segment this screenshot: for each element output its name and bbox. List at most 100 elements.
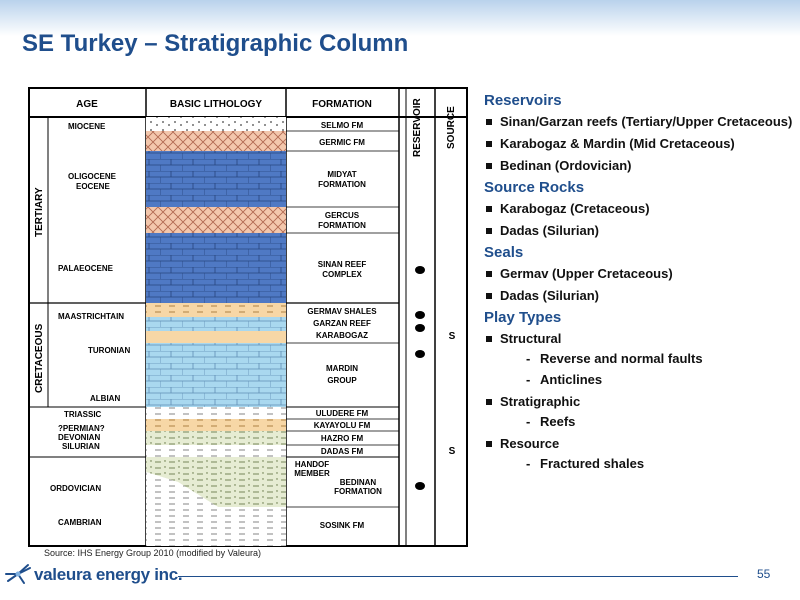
- age-ordovician: ORDOVICIAN: [50, 484, 101, 493]
- era-tertiary: TERTIARY: [34, 187, 45, 237]
- reservoir-markers: [415, 266, 425, 490]
- sublist-item: Reefs: [500, 413, 794, 431]
- list-item-structural: Structural Reverse and normal faults Ant…: [484, 330, 794, 389]
- valeura-logo-icon: [5, 564, 31, 584]
- litho-karabogaz: [146, 331, 286, 343]
- litho-germic: [146, 131, 286, 151]
- litho-gercus: [146, 207, 286, 233]
- formation-bedinan: BEDINAN: [340, 478, 377, 487]
- heading-seals: Seals: [484, 244, 524, 261]
- formation-handof-2: MEMBER: [294, 469, 330, 478]
- header-lithology: BASIC LITHOLOGY: [170, 99, 263, 110]
- heading-reservoirs: Reservoirs: [484, 92, 562, 109]
- litho-miocene: [146, 117, 286, 131]
- litho-sinan: [146, 233, 286, 303]
- era-cretaceous: CRETACEOUS: [34, 323, 45, 393]
- age-maastrichtain: MAASTRICHTAIN: [58, 312, 124, 321]
- litho-dadas: [146, 445, 286, 457]
- heading-play-types: Play Types: [484, 309, 562, 326]
- header-formation: FORMATION: [312, 99, 372, 110]
- formation-sosink: SOSINK FM: [320, 521, 365, 530]
- age-silurian: SILURIAN: [62, 442, 100, 451]
- list-item: Germav (Upper Cretaceous): [484, 265, 794, 283]
- reservoir-dot-mardin: [415, 350, 425, 358]
- list-source-rocks: Karabogaz (Cretaceous) Dadas (Silurian): [484, 200, 794, 240]
- sublist-item: Reverse and normal faults: [500, 350, 794, 368]
- header-reservoir: RESERVOIR: [412, 98, 423, 157]
- header-source: SOURCE: [446, 106, 457, 149]
- source-mark-germav: S: [449, 331, 456, 342]
- formation-hazro: HAZRO FM: [321, 434, 364, 443]
- list-item: Sinan/Garzan reefs (Tertiary/Upper Creta…: [484, 113, 794, 131]
- list-item-label: Resource: [500, 436, 560, 451]
- formation-germic: GERMIC FM: [319, 138, 365, 147]
- litho-germav: [146, 303, 286, 317]
- formation-kayayolu: KAYAYOLU FM: [314, 421, 371, 430]
- list-item-resource: Resource Fractured shales: [484, 435, 794, 473]
- formation-midyat: MIDYAT: [327, 170, 356, 179]
- age-turonian: TURONIAN: [88, 346, 130, 355]
- footer-divider: [178, 576, 738, 577]
- litho-garzan: [146, 317, 286, 331]
- age-cambrian: CAMBRIAN: [58, 518, 102, 527]
- source-caption: Source: IHS Energy Group 2010 (modified …: [44, 548, 261, 558]
- formation-selmo: SELMO FM: [321, 121, 364, 130]
- heading-source-rocks: Source Rocks: [484, 179, 585, 196]
- formation-uludere: ULUDERE FM: [316, 409, 369, 418]
- list-item: Karabogaz (Cretaceous): [484, 200, 794, 218]
- sublist-stratigraphic: Reefs: [500, 413, 794, 431]
- sublist-item: Fractured shales: [500, 455, 794, 473]
- age-devonian: DEVONIAN: [58, 433, 100, 442]
- formation-sinan-2: COMPLEX: [322, 270, 362, 279]
- formation-garzan: GARZAN REEF: [313, 319, 371, 328]
- sublist-resource: Fractured shales: [500, 455, 794, 473]
- reservoir-dot-karabogaz: [415, 324, 425, 332]
- bullet-panel: Reservoirs Sinan/Garzan reefs (Tertiary/…: [484, 92, 794, 477]
- formation-germav: GERMAV SHALES: [307, 307, 377, 316]
- age-eocene: EOCENE: [76, 182, 110, 191]
- litho-uludere: [146, 407, 286, 419]
- list-item-label: Stratigraphic: [500, 394, 581, 409]
- reservoir-dot-sinan: [415, 266, 425, 274]
- litho-midyat: [146, 151, 286, 207]
- list-item-label: Structural: [500, 331, 562, 346]
- list-seals: Germav (Upper Cretaceous) Dadas (Siluria…: [484, 265, 794, 305]
- age-miocene: MIOCENE: [68, 122, 106, 131]
- reservoir-dot-garzan: [415, 311, 425, 319]
- source-mark-dadas: S: [449, 446, 456, 457]
- stratigraphic-column: AGE BASIC LITHOLOGY FORMATION RESERVOIR …: [28, 87, 468, 547]
- list-reservoirs: Sinan/Garzan reefs (Tertiary/Upper Creta…: [484, 113, 794, 175]
- formation-gercus: GERCUS: [325, 211, 360, 220]
- list-item: Dadas (Silurian): [484, 222, 794, 240]
- list-item-stratigraphic: Stratigraphic Reefs: [484, 393, 794, 431]
- page-number: 55: [757, 567, 771, 581]
- formation-mardin: MARDIN: [326, 364, 358, 373]
- list-item: Bedinan (Ordovician): [484, 157, 794, 175]
- formation-handof: HANDOF: [295, 460, 329, 469]
- sublist-item: Anticlines: [500, 371, 794, 389]
- formation-midyat-2: FORMATION: [318, 180, 366, 189]
- litho-bedinan: [146, 457, 286, 507]
- age-permian: ?PERMIAN?: [58, 424, 105, 433]
- litho-cambrian: [146, 472, 286, 546]
- formation-gercus-2: FORMATION: [318, 221, 366, 230]
- litho-hazro: [146, 431, 286, 445]
- header-band: [0, 0, 800, 36]
- list-play-types: Structural Reverse and normal faults Ant…: [484, 330, 794, 473]
- list-item: Dadas (Silurian): [484, 287, 794, 305]
- litho-kayayolu: [146, 419, 286, 431]
- header-age: AGE: [76, 99, 98, 110]
- age-palaeocene: PALAEOCENE: [58, 264, 114, 273]
- formation-bedinan-2: FORMATION: [334, 487, 382, 496]
- formation-mardin-2: GROUP: [327, 376, 357, 385]
- formation-dadas: DADAS FM: [321, 447, 364, 456]
- sublist-structural: Reverse and normal faults Anticlines: [500, 350, 794, 389]
- age-triassic: TRIASSIC: [64, 410, 102, 419]
- company-logo-text: valeura energy inc.: [34, 565, 183, 584]
- age-albian: ALBIAN: [90, 394, 120, 403]
- list-item: Karabogaz & Mardin (Mid Cretaceous): [484, 135, 794, 153]
- reservoir-dot-bedinan: [415, 482, 425, 490]
- litho-mardin: [146, 343, 286, 407]
- formation-sinan: SINAN REEF: [318, 260, 367, 269]
- formation-karabogaz: KARABOGAZ: [316, 331, 368, 340]
